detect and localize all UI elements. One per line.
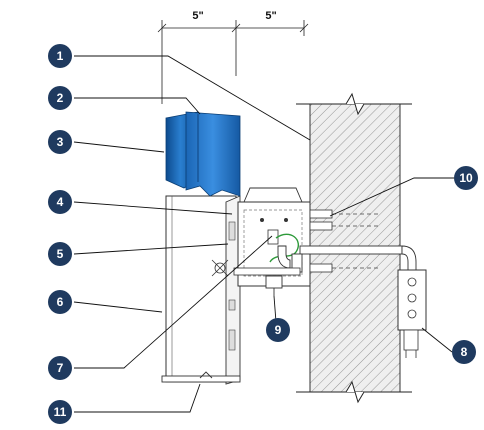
callout-11: 11 <box>48 400 72 424</box>
junction-box <box>237 187 311 296</box>
callout-4: 4 <box>48 190 72 214</box>
callouts: 1 2 3 4 5 6 7 8 <box>48 44 478 424</box>
callout-11-label: 11 <box>54 405 67 419</box>
callout-1: 1 <box>48 44 72 68</box>
callout-5-label: 5 <box>57 247 64 261</box>
callout-8: 8 <box>452 340 476 364</box>
conduits <box>233 209 417 276</box>
meter-socket-enclosure <box>161 195 241 385</box>
dimension-left-label: 5" <box>192 10 203 22</box>
callout-3: 3 <box>48 130 72 154</box>
callout-2-label: 2 <box>57 91 64 105</box>
callout-10: 10 <box>454 166 478 190</box>
callout-10-label: 10 <box>459 171 473 185</box>
callout-1-label: 1 <box>57 49 64 63</box>
disconnect-box <box>397 269 427 358</box>
callout-9-label: 9 <box>275 323 282 337</box>
leader-lines <box>73 55 454 413</box>
callout-5: 5 <box>48 242 72 266</box>
callout-7-label: 7 <box>57 361 64 375</box>
callout-3-label: 3 <box>57 135 64 149</box>
callout-4-label: 4 <box>57 195 64 209</box>
callout-7: 7 <box>48 356 72 380</box>
callout-9: 9 <box>266 318 290 342</box>
dimension-lines: 5" 5" <box>157 10 309 104</box>
callout-8-label: 8 <box>461 345 468 359</box>
meter-cover <box>165 111 241 197</box>
dimension-right-label: 5" <box>265 10 276 22</box>
callout-2: 2 <box>48 86 72 110</box>
callout-6-label: 6 <box>57 295 64 309</box>
callout-6: 6 <box>48 290 72 314</box>
